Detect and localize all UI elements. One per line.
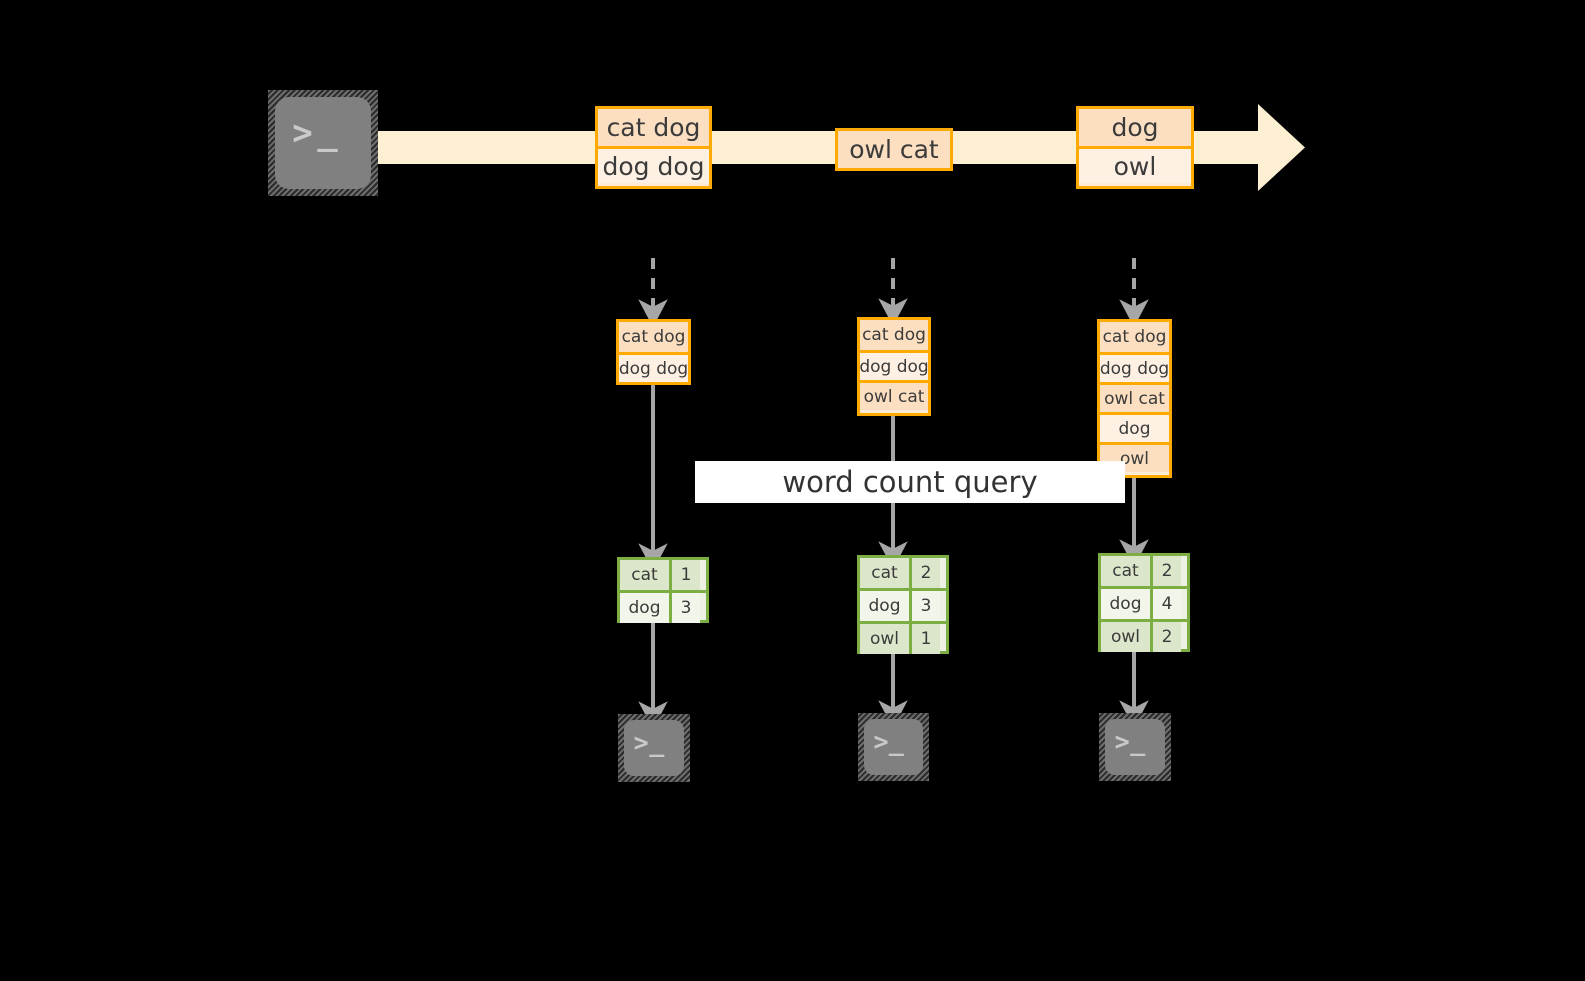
- result-count: 2: [909, 558, 940, 588]
- stack-row: dog: [1100, 412, 1169, 442]
- stream-record-2[interactable]: owl cat: [835, 128, 953, 171]
- terminal-cursor-glyph: _: [888, 727, 904, 757]
- query-label: word count query: [782, 465, 1038, 499]
- terminal-prompt-glyph: >: [873, 727, 889, 757]
- stack-row: owl cat: [860, 380, 928, 410]
- terminal-screen: > _: [1105, 719, 1165, 775]
- accumulated-stack-1[interactable]: cat dog dog dog: [616, 319, 691, 385]
- result-word: cat: [1101, 556, 1150, 586]
- record-row: owl: [1079, 146, 1191, 183]
- stack-row: cat dog: [619, 322, 688, 352]
- result-table-1[interactable]: cat 1 dog 3: [617, 557, 709, 623]
- result-word: dog: [620, 593, 669, 623]
- result-word: owl: [860, 624, 909, 654]
- terminal-screen: > _: [275, 97, 371, 189]
- table-row: dog 3: [620, 590, 706, 623]
- result-count: 2: [1150, 556, 1181, 586]
- record-row: dog: [1079, 109, 1191, 146]
- stack-row: dog dog: [619, 352, 688, 382]
- stack-row: dog dog: [1100, 352, 1169, 382]
- stack-row: cat dog: [1100, 322, 1169, 352]
- result-table-3[interactable]: cat 2 dog 4 owl 2: [1098, 553, 1190, 652]
- terminal-cursor-glyph: _: [1130, 727, 1146, 757]
- table-row: cat 1: [620, 560, 706, 590]
- result-word: dog: [860, 591, 909, 621]
- result-table-2[interactable]: cat 2 dog 3 owl 1: [857, 555, 949, 654]
- result-count: 4: [1150, 589, 1181, 619]
- sink-arrows: [638, 621, 1149, 730]
- accumulated-stack-3[interactable]: cat dog dog dog owl cat dog owl: [1097, 319, 1172, 478]
- result-word: cat: [620, 560, 669, 590]
- result-count: 1: [909, 624, 940, 654]
- source-terminal-icon[interactable]: > _: [268, 90, 378, 196]
- stream-record-1[interactable]: cat dog dog dog: [595, 106, 712, 189]
- stream-tap-arrows: [638, 258, 1149, 328]
- result-count: 3: [669, 593, 700, 623]
- table-row: cat 2: [860, 558, 946, 588]
- stream-record-3[interactable]: dog owl: [1076, 106, 1194, 189]
- result-word: dog: [1101, 589, 1150, 619]
- result-count: 1: [669, 560, 700, 590]
- sink-terminal-icon-3[interactable]: > _: [1099, 713, 1171, 781]
- table-row: cat 2: [1101, 556, 1187, 586]
- record-row: owl cat: [838, 131, 950, 168]
- terminal-screen: > _: [624, 720, 684, 776]
- sink-terminal-icon-1[interactable]: > _: [618, 714, 690, 782]
- table-row: dog 3: [860, 588, 946, 621]
- terminal-prompt-glyph: >: [292, 113, 313, 154]
- record-row: cat dog: [598, 109, 709, 146]
- record-row: dog dog: [598, 146, 709, 183]
- table-row: owl 1: [860, 621, 946, 654]
- stack-row: dog dog: [859, 350, 929, 380]
- table-row: dog 4: [1101, 586, 1187, 619]
- result-word: owl: [1101, 622, 1150, 652]
- query-label-band: word count query: [695, 461, 1125, 503]
- terminal-prompt-glyph: >: [1114, 727, 1130, 757]
- terminal-cursor-glyph: _: [649, 728, 665, 758]
- terminal-prompt-glyph: >: [633, 728, 649, 758]
- table-row: owl 2: [1101, 619, 1187, 652]
- accumulated-stack-2[interactable]: cat dog dog dog owl cat: [857, 317, 931, 416]
- stack-row: cat dog: [860, 320, 928, 350]
- stack-row: owl cat: [1100, 382, 1169, 412]
- terminal-screen: > _: [864, 719, 923, 775]
- result-count: 2: [1150, 622, 1181, 652]
- sink-terminal-icon-2[interactable]: > _: [858, 713, 929, 781]
- result-count: 3: [909, 591, 940, 621]
- result-word: cat: [860, 558, 909, 588]
- terminal-cursor-glyph: _: [317, 113, 338, 154]
